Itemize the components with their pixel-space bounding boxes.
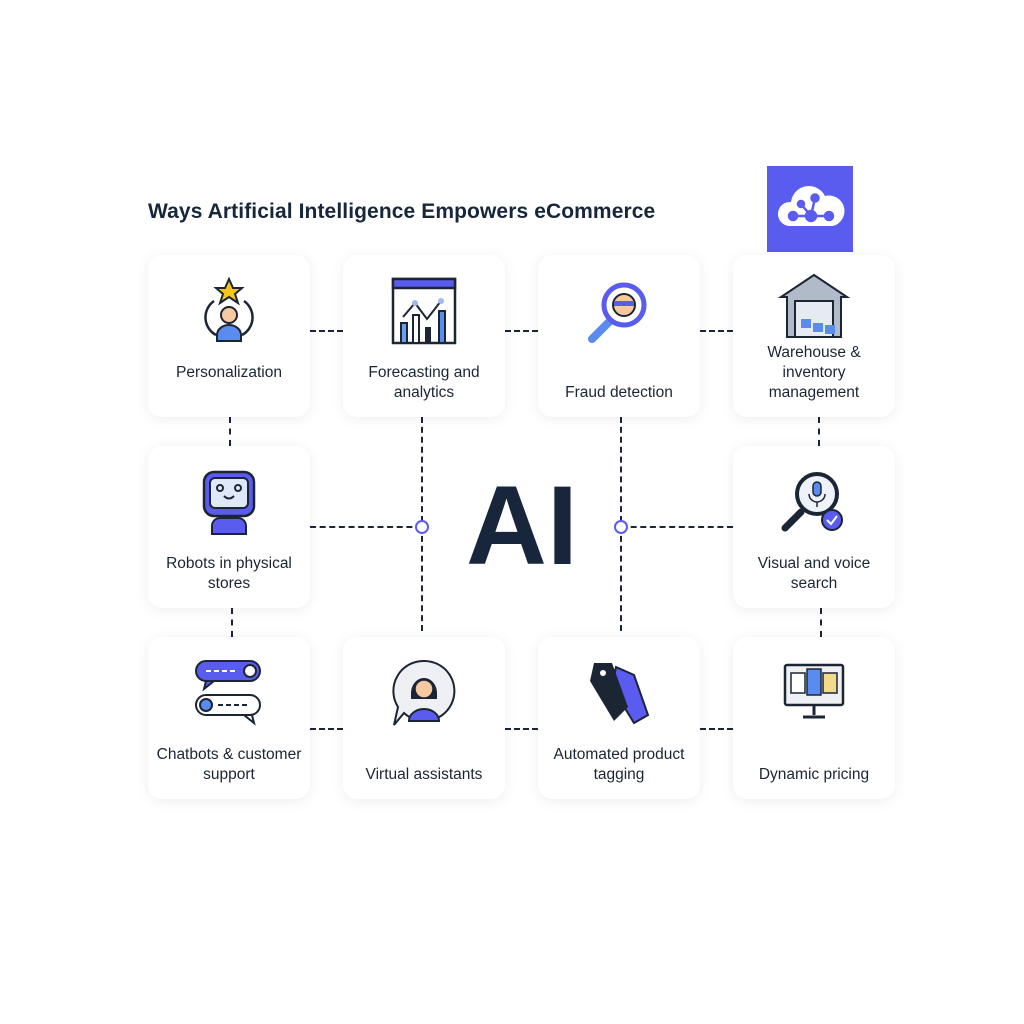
monitor-pricing-icon [783,663,845,719]
warehouse-icon [777,273,851,338]
card-label: Personalization [176,364,282,381]
card-visual-voice-search: Visual and voice search [733,446,895,608]
card-label: Visual and voice search [757,555,871,592]
price-tags-icon [590,663,650,725]
connector [505,330,538,332]
card-label: Robots in physical stores [166,555,292,592]
card-chatbots: Chatbots & customer support [148,637,310,799]
card-label: Dynamic pricing [758,766,870,783]
card-label: Chatbots & customer support [156,746,302,783]
connector [700,330,733,332]
connector-node [614,520,628,534]
magnifier-thief-icon [588,282,647,343]
card-robots: Robots in physical stores [148,446,310,608]
card-personalization: Personalization [148,255,310,417]
voice-search-icon [781,472,843,532]
card-label: Fraud detection [565,384,673,401]
card-warehouse: Warehouse & inventory management [733,255,895,417]
analytics-chart-icon [391,277,457,345]
connector-node [415,520,429,534]
card-label: Virtual assistants [365,766,483,783]
card-fraud-detection: Fraud detection [538,255,700,417]
connector [621,526,733,528]
chat-bubbles-icon [195,660,261,726]
brand-logo [767,166,853,252]
connector [229,417,231,446]
card-forecasting: Forecasting and analytics [343,255,505,417]
connector [310,330,343,332]
robot-icon [202,470,256,535]
card-product-tagging: Automated product tagging [538,637,700,799]
card-label: Warehouse & inventory management [767,344,861,401]
headset-agent-icon [392,659,456,726]
card-label: Automated product tagging [553,746,685,783]
connector [505,728,538,730]
person-star-icon [204,276,254,342]
connector [700,728,733,730]
connector [818,417,820,446]
connector [310,728,343,730]
connector [231,608,233,637]
connector [820,608,822,637]
cloud-network-icon [777,186,845,226]
center-ai-label: AI [466,463,578,588]
card-dynamic-pricing: Dynamic pricing [733,637,895,799]
connector [310,526,422,528]
page-title: Ways Artificial Intelligence Empowers eC… [148,200,656,223]
card-virtual-assistants: Virtual assistants [343,637,505,799]
card-label: Forecasting and analytics [368,364,480,401]
